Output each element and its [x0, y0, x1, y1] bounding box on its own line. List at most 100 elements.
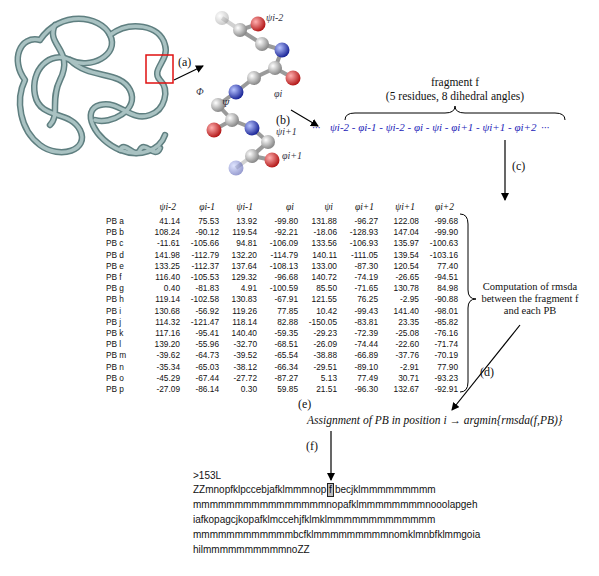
text-label: 139.20	[110, 340, 180, 350]
text-label: -27.72	[187, 374, 257, 384]
text-label: Φ	[196, 86, 204, 98]
text-label: >153L	[193, 470, 221, 482]
text-label: 130.68	[110, 307, 180, 317]
step-label: (e)	[298, 398, 311, 412]
text-label: -112.79	[149, 251, 219, 261]
text-label: becjklmmmmmmmmm	[335, 484, 436, 496]
text-label: φi	[224, 202, 294, 213]
text-label: φi+1	[282, 150, 302, 162]
text-label: -76.16	[388, 329, 458, 339]
text-label: -98.01	[388, 307, 458, 317]
atom	[207, 123, 222, 138]
text-label: 77.90	[388, 363, 458, 373]
atom	[245, 121, 260, 136]
text-label: PB m	[106, 351, 126, 361]
text-label: 135.97	[349, 239, 419, 249]
text-label: -121.47	[149, 318, 219, 328]
text-label: -74.19	[308, 273, 378, 283]
text-label: -29.51	[267, 363, 337, 373]
text-label: -150.05	[267, 318, 337, 328]
text-label: 82.88	[228, 318, 298, 328]
text-label: -81.83	[149, 284, 219, 294]
text-label: 10.42	[267, 307, 337, 317]
arrow	[330, 431, 331, 480]
text-label: PB p	[106, 385, 124, 395]
text-label: -26.09	[267, 340, 337, 350]
text-label: -71.74	[388, 340, 458, 350]
text-label: 114.32	[110, 318, 180, 328]
text-label: 122.08	[349, 217, 419, 227]
text-label: -22.60	[349, 340, 419, 350]
text-label: -74.44	[308, 340, 378, 350]
text-label: -2.95	[349, 295, 419, 305]
text-label: -56.92	[149, 307, 219, 317]
text-label: -18.06	[267, 228, 337, 238]
text-label: -108.13	[228, 262, 298, 272]
step-label: (a)	[178, 56, 191, 70]
atom	[247, 71, 261, 85]
text-label: ZZmnopfklpccebjafklmmmnop	[193, 484, 326, 496]
text-label: -87.30	[308, 262, 378, 272]
text-label: -39.62	[110, 351, 180, 361]
text-label: 77.49	[308, 374, 378, 384]
text-label: -103.16	[388, 251, 458, 261]
atom	[229, 85, 244, 100]
text-label: 0.30	[187, 385, 257, 395]
text-label: 4.91	[187, 284, 257, 294]
text-label: PB l	[106, 340, 121, 350]
text-label: 119.14	[110, 295, 180, 305]
atom	[245, 149, 259, 163]
text-label: PB h	[106, 295, 124, 305]
text-label: 119.26	[187, 307, 257, 317]
text-label: 77.40	[388, 262, 458, 272]
text-label: 130.78	[349, 284, 419, 294]
text-label: φi	[274, 88, 282, 100]
text-label: 141.98	[110, 251, 180, 261]
text-label: 119.54	[187, 228, 257, 238]
step-label: (d)	[480, 366, 494, 380]
text-label: -85.82	[388, 318, 458, 328]
text-label: 139.54	[349, 251, 419, 261]
text-label: -27.09	[110, 385, 180, 395]
atom	[225, 113, 239, 127]
text-label: -66.34	[228, 363, 298, 373]
text-label: Assignment of PB in position i → argmin{…	[307, 414, 562, 427]
atom	[251, 17, 266, 32]
text-label: 59.85	[228, 385, 298, 395]
text-label: -105.53	[149, 273, 219, 283]
text-label: ψi+1	[345, 202, 415, 213]
text-label: -99.68	[388, 217, 458, 227]
text-label: 140.40	[187, 329, 257, 339]
text-label: φi+2	[384, 202, 454, 213]
text-label: φi+1	[304, 202, 374, 213]
text-label: PB c	[106, 239, 124, 249]
text-label: 118.14	[187, 318, 257, 328]
atom	[255, 37, 269, 51]
selection-box	[146, 55, 173, 83]
text-label: ···	[541, 121, 549, 134]
text-label: PB n	[106, 363, 124, 373]
text-label: -112.37	[149, 262, 219, 272]
pb-letter: f	[328, 484, 333, 496]
text-label: -93.23	[388, 374, 458, 384]
text-label: ψi	[263, 202, 333, 213]
brace	[345, 106, 565, 120]
text-label: -68.51	[228, 340, 298, 350]
text-label: -25.08	[349, 329, 419, 339]
text-label: 108.24	[110, 228, 180, 238]
text-label: mmmmmmmmmmmmbcfklmmmmmmmmmnomklmnbfklmmg…	[193, 529, 480, 541]
text-label: 117.16	[110, 329, 180, 339]
text-label: PB f	[106, 273, 122, 283]
text-label: 133.25	[110, 262, 180, 272]
text-label: 141.40	[349, 307, 419, 317]
text-label: -39.52	[187, 351, 257, 361]
text-label: -90.88	[388, 295, 458, 305]
text-label: -128.93	[308, 228, 378, 238]
text-label: 94.81	[187, 239, 257, 249]
assigned-pb-box: f	[327, 483, 334, 497]
text-label: PB i	[106, 307, 121, 317]
text-label: 133.56	[267, 239, 337, 249]
text-label: 133.00	[267, 262, 337, 272]
text-label: 85.50	[267, 284, 337, 294]
